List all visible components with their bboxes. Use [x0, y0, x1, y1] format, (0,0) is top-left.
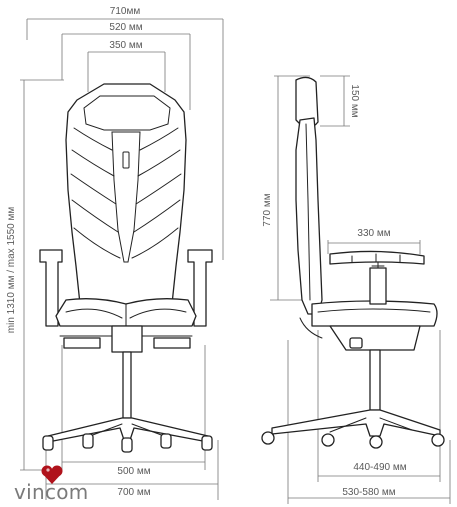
- front-left-armrest: [39, 249, 63, 327]
- front-right-armrest: [187, 249, 213, 327]
- side-casters: [261, 431, 445, 449]
- side-armrest: [329, 250, 425, 265]
- front-backrest: [65, 83, 187, 321]
- side-base: [271, 409, 441, 437]
- front-casters: [42, 433, 213, 453]
- label-headrest-height: 150 мм: [349, 84, 360, 117]
- front-view-chair: [39, 83, 213, 453]
- label-back-width: 520 мм: [109, 22, 142, 33]
- label-base-width: 700 мм: [117, 487, 150, 498]
- heart-icon: [41, 465, 63, 484]
- label-overall-width: 710мм: [110, 6, 141, 17]
- label-seat-width: 500 мм: [117, 466, 150, 477]
- side-backrest: [295, 117, 323, 315]
- label-height-range: min 1310 мм / max 1550 мм: [6, 207, 17, 334]
- side-view-chair: [261, 76, 445, 449]
- front-gas-lift: [122, 351, 132, 419]
- label-back-height: 770 мм: [262, 193, 273, 226]
- label-seat-depth: 440-490 мм: [353, 462, 406, 473]
- dimension-labels: 710мм 520 мм 350 мм min 1310 мм / max 15…: [6, 6, 407, 498]
- side-gas-lift: [369, 349, 381, 411]
- label-headrest-width: 350 мм: [109, 40, 142, 51]
- side-dimension-lines: [270, 75, 451, 504]
- label-armrest-length: 330 мм: [357, 228, 390, 239]
- label-base-depth: 530-580 мм: [342, 487, 395, 498]
- vincom-logo: vincom: [14, 465, 89, 504]
- logo-text: vincom: [14, 480, 89, 504]
- side-seat: [311, 300, 438, 327]
